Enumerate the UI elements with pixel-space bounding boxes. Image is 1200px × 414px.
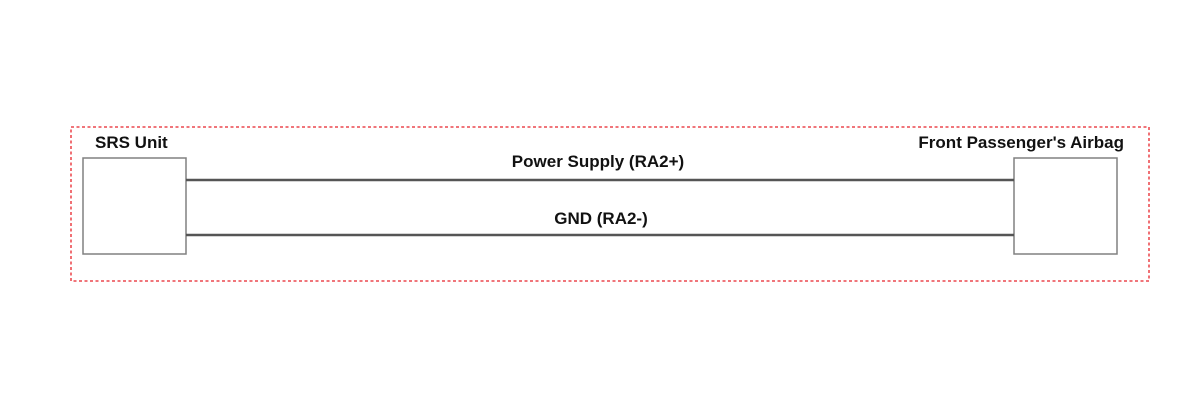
front-passenger-airbag-box	[1013, 157, 1118, 255]
srs-unit-box	[82, 157, 187, 255]
srs-unit-label: SRS Unit	[95, 133, 168, 152]
circuit-boundary	[70, 126, 1150, 282]
power-supply-wire-label: Power Supply (RA2+)	[512, 152, 684, 171]
front-passenger-airbag-label: Front Passenger's Airbag	[918, 133, 1124, 152]
gnd-wire-label: GND (RA2-)	[554, 209, 648, 228]
